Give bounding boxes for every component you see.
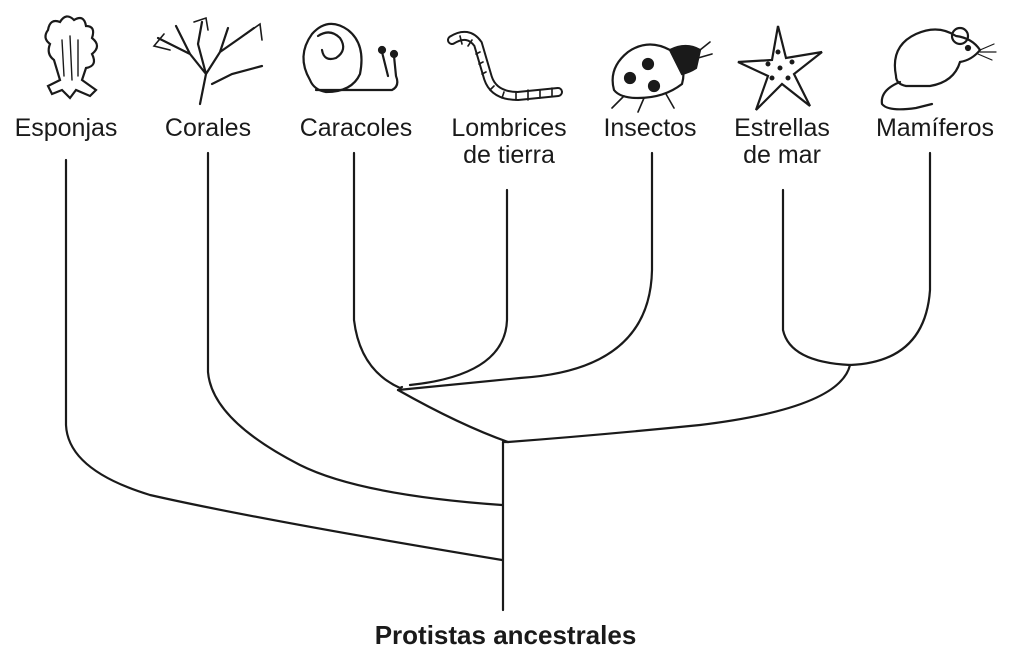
label-caracoles: Caracoles [286,115,426,142]
branch-estrellas [783,190,850,365]
label-mamiferos-line1: Mamíferos [862,115,1008,142]
label-insectos-line1: Insectos [592,115,708,142]
ladybug-icon [612,42,712,112]
branch-deuterostome-stem [508,365,850,442]
branch-lombrices-insectos-join [400,387,402,388]
coral-icon [154,18,262,104]
label-insectos: Insectos [592,115,708,142]
label-estrellas-line2: de mar [720,142,844,169]
branch-protostomes-stem [398,390,508,442]
branch-esponjas [66,160,502,560]
label-corales: Corales [148,115,268,142]
root-label: Protistas ancestrales [0,620,1011,651]
branch-lombrices [410,190,507,385]
label-caracoles-line1: Caracoles [286,115,426,142]
snail-icon [303,24,397,92]
branch-insectos [398,153,652,390]
label-mamiferos: Mamíferos [862,115,1008,142]
label-corales-line1: Corales [148,115,268,142]
earthworm-icon [452,36,558,100]
label-esponjas-line1: Esponjas [0,115,132,142]
starfish-icon [738,26,822,110]
label-lombrices: Lombrices de tierra [436,115,582,169]
label-estrellas: Estrellas de mar [720,115,844,169]
label-esponjas: Esponjas [0,115,132,142]
mouse-icon [882,28,996,109]
branch-caracoles [354,153,400,388]
branch-mamiferos [850,153,930,365]
label-estrellas-line1: Estrellas [720,115,844,142]
label-lombrices-line2: de tierra [436,142,582,169]
sponge-icon [45,16,97,98]
label-lombrices-line1: Lombrices [436,115,582,142]
